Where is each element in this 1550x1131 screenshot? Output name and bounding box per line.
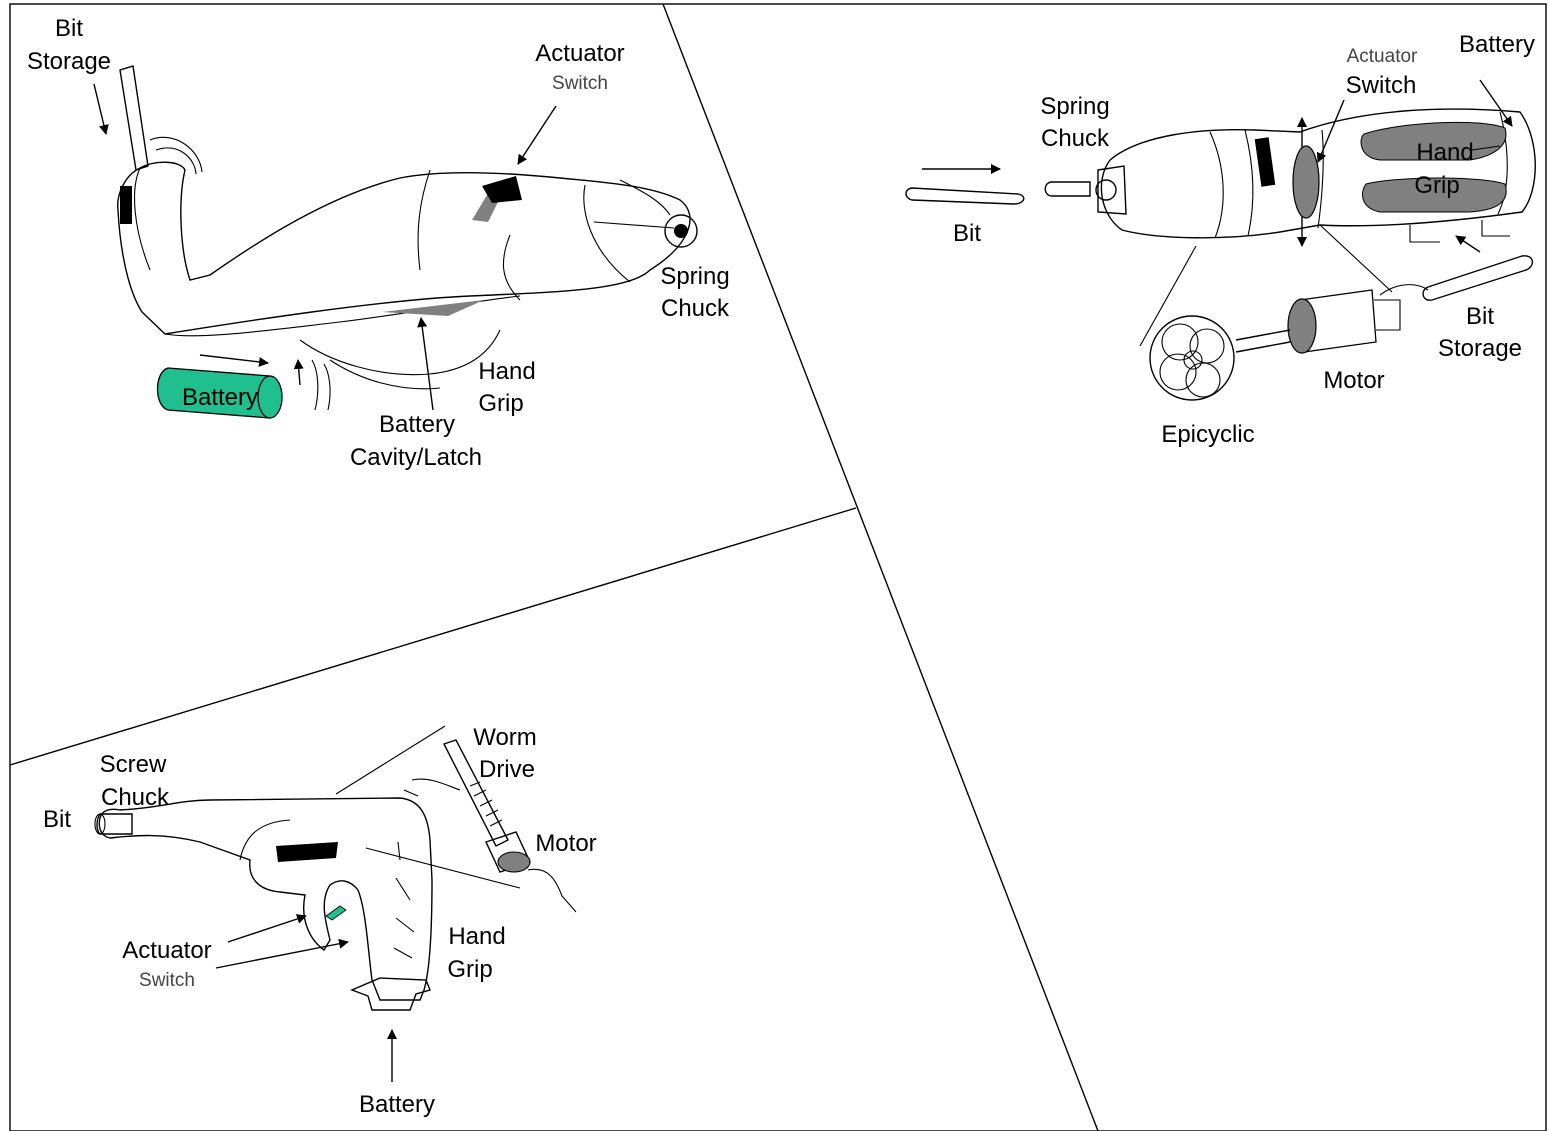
label-battery: Battery	[1459, 31, 1535, 58]
bit-storage-latch	[120, 186, 132, 224]
arrow-battery-up	[298, 360, 300, 385]
label-motor: Motor	[1323, 367, 1384, 394]
arrow-bit-storage	[94, 84, 106, 134]
label-battery: Battery	[359, 1091, 435, 1118]
label-battery-cavity-1: Battery	[379, 411, 455, 438]
label-actuator: Actuator	[1347, 46, 1418, 67]
label-bit-storage-2: Storage	[1438, 335, 1522, 362]
label-hand-grip-2: Grip	[1414, 172, 1459, 199]
bit-tip	[97, 814, 132, 834]
label-bit-storage-2: Storage	[27, 48, 111, 75]
concept-right: Actuator Switch Battery Spring Chuck Han…	[906, 31, 1535, 448]
label-hand-grip-1: Hand	[1416, 139, 1473, 166]
spring-chuck-shaft	[1045, 182, 1090, 196]
label-bit: Bit	[43, 806, 71, 833]
label-worm-drive-2: Drive	[479, 756, 535, 783]
label-spring-chuck-1: Spring	[1040, 93, 1109, 120]
divider-lower	[10, 508, 856, 765]
arrow-actuator-2	[216, 942, 348, 968]
label-spring-chuck-1: Spring	[660, 263, 729, 290]
label-actuator-switch: Switch	[552, 73, 608, 94]
label-motor: Motor	[535, 830, 596, 857]
label-battery: Battery	[182, 384, 258, 411]
motor-face	[498, 852, 530, 872]
label-bit-storage-1: Bit	[1466, 303, 1494, 330]
actuator-switch-shape	[1293, 146, 1319, 218]
label-screw-chuck-2: Chuck	[101, 784, 170, 811]
spring-chuck	[1098, 166, 1126, 214]
concept-top-left: Bit Storage Actuator Switch Spring Chuck…	[27, 15, 730, 471]
actuator-switch-shape	[326, 906, 346, 920]
label-hand-grip-2: Grip	[478, 390, 523, 417]
label-epicyclic: Epicyclic	[1161, 421, 1254, 448]
label-battery-cavity-2: Cavity/Latch	[350, 444, 482, 471]
concept-bottom-left: Worm Drive Screw Chuck Bit Motor Hand Gr…	[43, 724, 597, 1118]
label-hand-grip-1: Hand	[448, 923, 505, 950]
label-hand-grip-2: Grip	[447, 956, 492, 983]
side-switch-band	[276, 842, 338, 862]
label-bit: Bit	[953, 220, 981, 247]
arrow-battery-in	[200, 355, 268, 363]
label-actuator-switch: Switch	[139, 970, 195, 991]
bit-storage-shape	[1423, 256, 1532, 300]
arrow-actuator	[518, 106, 556, 164]
label-switch: Switch	[1346, 72, 1417, 99]
tool-body-outline	[118, 162, 690, 334]
arrow-actuator-1	[228, 916, 306, 942]
motor-face	[1288, 299, 1316, 353]
label-actuator: Actuator	[122, 937, 211, 964]
label-spring-chuck-2: Chuck	[661, 295, 730, 322]
label-worm-drive-1: Worm	[473, 724, 537, 751]
bit-shape	[906, 188, 1024, 204]
battery-base	[352, 978, 430, 1010]
label-screw-chuck-1: Screw	[100, 751, 167, 778]
divider-diagonal	[663, 4, 1098, 1131]
label-hand-grip-1: Hand	[478, 358, 535, 385]
bit-storage-tube	[120, 66, 148, 170]
arrow-bit-storage	[1456, 236, 1480, 252]
arrow-battery-cavity	[421, 318, 433, 410]
label-actuator: Actuator	[535, 40, 624, 67]
label-bit-storage-1: Bit	[55, 15, 83, 42]
arrow-battery	[1480, 80, 1512, 126]
label-spring-chuck-2: Chuck	[1041, 125, 1110, 152]
